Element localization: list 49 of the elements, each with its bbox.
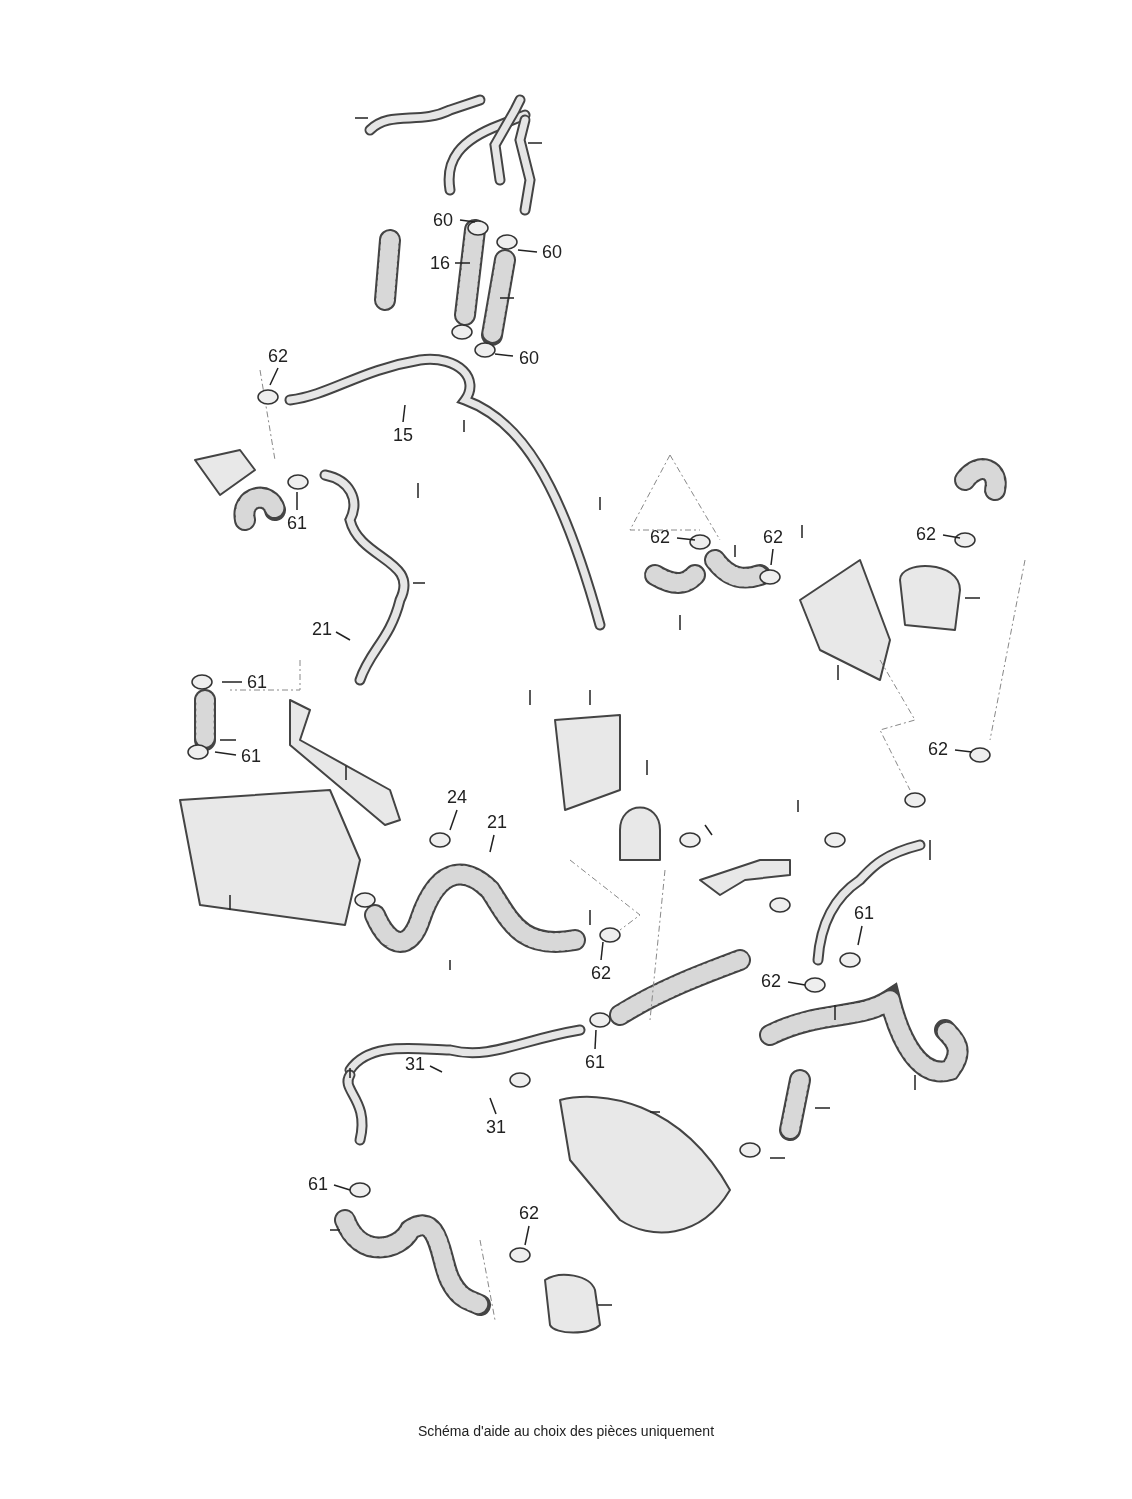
callout-number: 61 xyxy=(308,1174,328,1194)
leader-line xyxy=(942,534,961,539)
callout-number: 62 xyxy=(519,1203,539,1223)
leader-line xyxy=(600,941,604,961)
leader-line xyxy=(594,1029,597,1050)
callout-number: 62 xyxy=(591,963,611,983)
callout-number: 31 xyxy=(405,1054,425,1074)
leader-line xyxy=(770,548,774,566)
leader-line xyxy=(954,749,973,753)
callout-number: 62 xyxy=(650,527,670,547)
leader-line xyxy=(449,809,458,831)
leader-line xyxy=(269,367,279,386)
leader-line xyxy=(459,219,476,223)
leader-line xyxy=(221,681,243,683)
leader-line xyxy=(402,404,406,423)
callout-number: 62 xyxy=(761,971,781,991)
callout-number: 24 xyxy=(447,787,467,807)
callout-number: 61 xyxy=(287,513,307,533)
leader-line xyxy=(494,353,514,357)
leader-line xyxy=(296,491,298,511)
callout-number: 60 xyxy=(433,210,453,230)
leader-line xyxy=(857,925,863,946)
leader-line xyxy=(517,249,538,253)
leader-line xyxy=(489,834,495,853)
callout-number: 61 xyxy=(241,746,261,766)
leader-line xyxy=(214,751,237,756)
leader-line xyxy=(335,631,351,641)
leader-line xyxy=(429,1065,443,1073)
callout-number: 62 xyxy=(928,739,948,759)
leader-line xyxy=(454,262,471,264)
caption: Schéma d'aide au choix des pièces uniquement xyxy=(417,1423,715,1439)
callout-number: 61 xyxy=(585,1052,605,1072)
leader-line xyxy=(787,981,806,986)
callout-number: 15 xyxy=(393,425,413,445)
leader-line xyxy=(333,1184,351,1191)
leader-line xyxy=(524,1225,530,1246)
callout-number: 60 xyxy=(519,348,539,368)
callout-number: 16 xyxy=(430,253,450,273)
callout-number: 31 xyxy=(486,1117,506,1137)
callout-number: 21 xyxy=(312,619,332,639)
callout-number: 21 xyxy=(487,812,507,832)
callout-number: 61 xyxy=(247,672,267,692)
leader-line xyxy=(676,537,696,541)
callout-number: 62 xyxy=(268,346,288,366)
leader-line xyxy=(489,1097,497,1115)
callout-number: 61 xyxy=(854,903,874,923)
callout-number: 62 xyxy=(916,524,936,544)
callout-number: 62 xyxy=(763,527,783,547)
callout-number: 60 xyxy=(542,242,562,262)
